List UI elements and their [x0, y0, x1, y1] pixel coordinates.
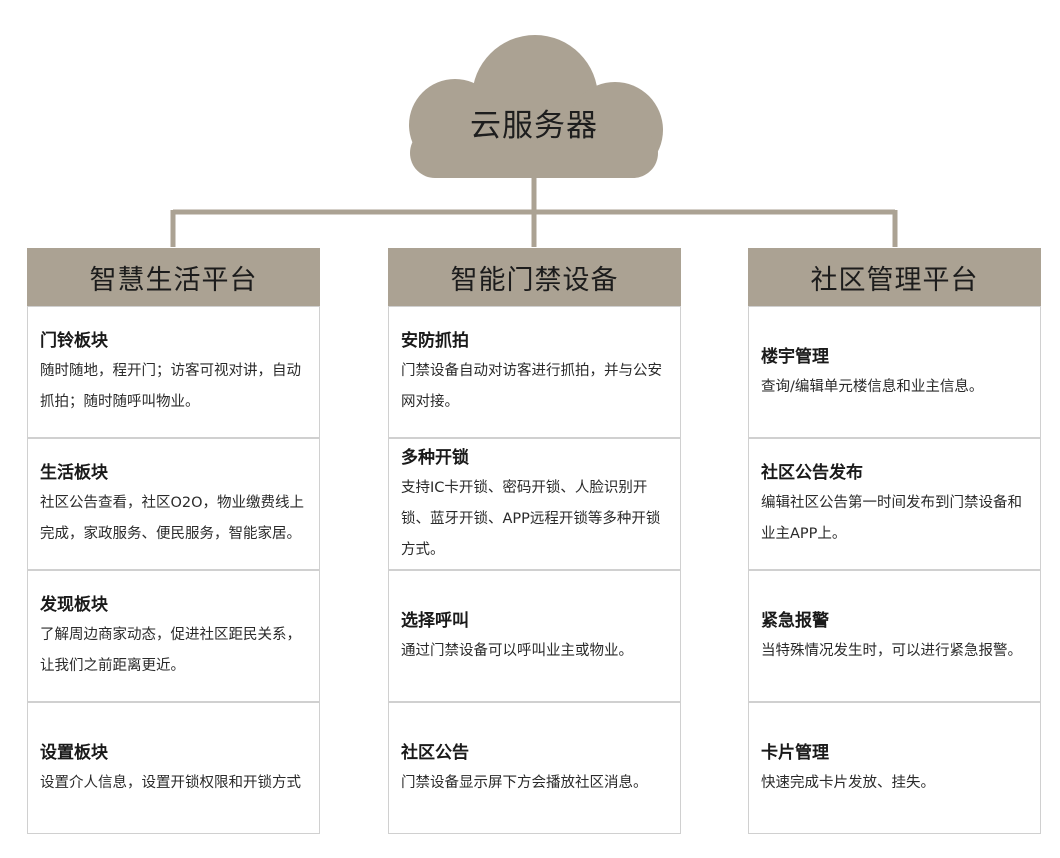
card-title: 多种开锁	[401, 447, 469, 468]
card-description: 快速完成卡片发放、挂失。	[761, 774, 935, 791]
card-description: 门禁设备显示屏下方会播放社区消息。	[401, 774, 648, 791]
card-description: 门禁设备自动对访客进行抓拍，并与公安网对接。	[401, 363, 662, 410]
cloud-shape	[409, 35, 663, 178]
card-building-mgmt: 楼宇管理 查询/编辑单元楼信息和业主信息。	[748, 306, 1041, 438]
column-header-community-mgmt: 社区管理平台	[748, 248, 1041, 306]
card-description: 社区公告查看，社区O2O，物业缴费线上完成，家政服务、便民服务，智能家居。	[40, 495, 305, 542]
card-title: 设置板块	[40, 742, 108, 763]
card-select-call: 选择呼叫 通过门禁设备可以呼叫业主或物业。	[388, 570, 681, 702]
card-description: 了解周边商家动态，促进社区距民关系，让我们之前距离更近。	[40, 627, 301, 674]
column-header-smart-access: 智能门禁设备	[388, 248, 681, 306]
column-header-smart-life: 智慧生活平台	[27, 248, 320, 306]
card-title: 发现板块	[40, 595, 108, 615]
card-notice-publish: 社区公告发布 编辑社区公告第一时间发布到门禁设备和业主APP上。	[748, 438, 1041, 570]
card-description: 当特殊情况发生时，可以进行紧急报警。	[761, 642, 1022, 659]
card-description: 查询/编辑单元楼信息和业主信息。	[761, 378, 984, 395]
card-doorbell: 门铃板块 随时随地，程开门；访客可视对讲，自动抓拍；随时随呼叫物业。	[27, 306, 320, 438]
connector-lines	[170, 176, 898, 247]
card-life: 生活板块 社区公告查看，社区O2O，物业缴费线上完成，家政服务、便民服务，智能家…	[27, 438, 320, 570]
card-title: 安防抓拍	[401, 331, 469, 351]
card-title: 社区公告发布	[761, 463, 863, 483]
card-title: 选择呼叫	[401, 610, 469, 631]
card-title: 生活板块	[40, 463, 108, 483]
card-title: 楼宇管理	[761, 346, 829, 367]
card-title: 卡片管理	[761, 742, 829, 763]
card-settings: 设置板块 设置介人信息，设置开锁权限和开锁方式	[27, 702, 320, 834]
cloud-server-label: 云服务器	[470, 108, 598, 144]
card-emergency-alarm: 紧急报警 当特殊情况发生时，可以进行紧急报警。	[748, 570, 1041, 702]
card-description: 通过门禁设备可以呼叫业主或物业。	[401, 642, 633, 659]
card-title: 门铃板块	[40, 331, 108, 351]
card-description: 随时随地，程开门；访客可视对讲，自动抓拍；随时随呼叫物业。	[40, 363, 301, 410]
card-description: 设置介人信息，设置开锁权限和开锁方式	[40, 774, 301, 791]
card-description: 支持IC卡开锁、密码开锁、人脸识别开锁、蓝牙开锁、APP远程开锁等多种开锁方式。	[401, 479, 661, 558]
card-card-mgmt: 卡片管理 快速完成卡片发放、挂失。	[748, 702, 1041, 834]
card-title: 社区公告	[401, 742, 469, 763]
card-discover: 发现板块 了解周边商家动态，促进社区距民关系，让我们之前距离更近。	[27, 570, 320, 702]
card-multi-unlock: 多种开锁 支持IC卡开锁、密码开锁、人脸识别开锁、蓝牙开锁、APP远程开锁等多种…	[388, 438, 681, 570]
card-community-notice: 社区公告 门禁设备显示屏下方会播放社区消息。	[388, 702, 681, 834]
card-security-capture: 安防抓拍 门禁设备自动对访客进行抓拍，并与公安网对接。	[388, 306, 681, 438]
card-title: 紧急报警	[761, 610, 829, 631]
card-description: 编辑社区公告第一时间发布到门禁设备和业主APP上。	[761, 495, 1022, 542]
